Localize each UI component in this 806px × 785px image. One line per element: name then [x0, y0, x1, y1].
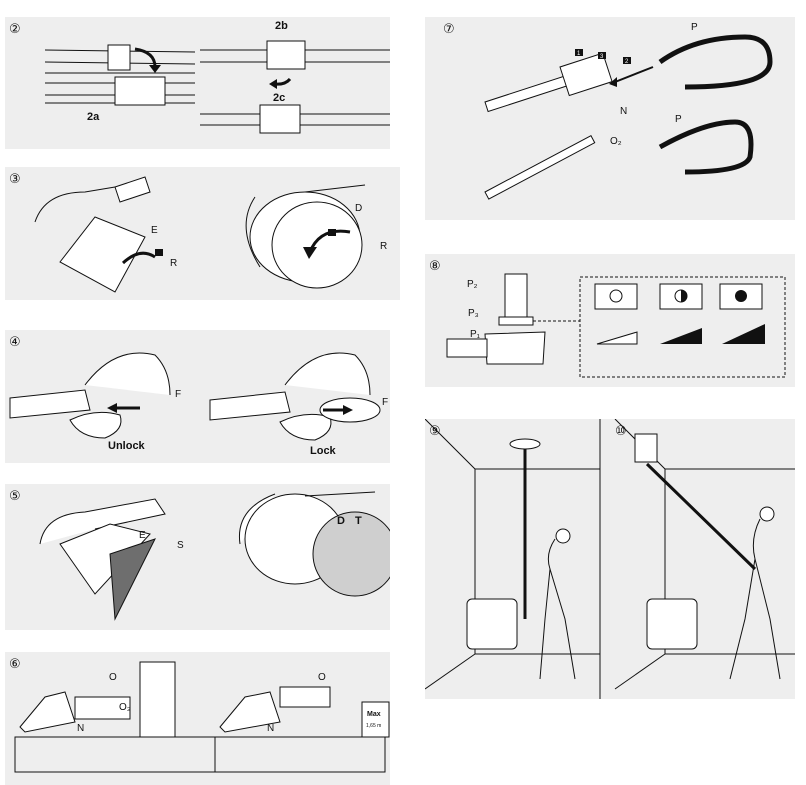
suction-adjustment-diagram: ⑧ P₂ P₃ P₁: [429, 259, 786, 378]
panel-step-5: ⑤ E S D T: [5, 484, 390, 630]
label-p-bottom: P: [675, 114, 682, 125]
label-p-top: P: [691, 22, 698, 33]
label-max: Max: [367, 711, 381, 718]
label-s: S: [177, 540, 184, 551]
label-n-right: N: [267, 723, 274, 734]
badge-1: 1: [577, 51, 581, 57]
sanding-pad-change-diagram: ③ E R D R: [9, 172, 387, 293]
abrasive-sheet-diagram: ⑤ E S D T: [9, 489, 390, 621]
step-number-9: ⑨: [429, 424, 441, 439]
lock-unlock-diagram: ④ F Unlock F Lock: [9, 335, 388, 457]
label-2a: 2a: [87, 111, 100, 123]
hose-assembly-diagram: ⑦ 1 3 2 P N O₂ P: [443, 22, 773, 200]
label-p1: P₁: [470, 329, 481, 340]
label-o-right: O: [318, 672, 326, 683]
clamp-rotation-diagram: ② 2a 2b 2c: [9, 20, 390, 134]
badge-2: 2: [625, 59, 629, 65]
badge-3: 3: [600, 54, 604, 60]
step-number-8: ⑧: [429, 259, 441, 274]
panel-step-4: ④ F Unlock F Lock: [5, 330, 390, 463]
label-t: T: [355, 515, 362, 527]
label-2b: 2b: [275, 20, 288, 32]
label-f-right: F: [382, 397, 388, 408]
label-o2: O₂: [610, 136, 622, 147]
label-f-left: F: [175, 389, 181, 400]
label-p2: P₂: [467, 279, 478, 290]
label-r-left: R: [170, 258, 177, 269]
panel-step-6: ⑥ O O₃ N O N Max 1,65 m: [5, 652, 390, 785]
label-lock: Lock: [310, 445, 337, 457]
step-number-7: ⑦: [443, 22, 455, 37]
panel-step-9-10: ⑨ ⑩: [425, 419, 795, 699]
label-d: D: [337, 515, 345, 527]
label-o3: O₃: [119, 702, 131, 713]
panel-step-8: ⑧ P₂ P₃ P₁: [425, 254, 795, 387]
label-r-right: R: [380, 241, 387, 252]
label-n: N: [620, 106, 627, 117]
label-p3: P₃: [468, 308, 479, 319]
step-number-4: ④: [9, 335, 21, 350]
panel-step-2: ② 2a 2b 2c: [5, 17, 390, 149]
step-number-2: ②: [9, 22, 21, 37]
hose-connection-diagram: ⑥ O O₃ N O N Max 1,65 m: [9, 657, 390, 773]
panel-step-7: ⑦ 1 3 2 P N O₂ P: [425, 17, 795, 220]
label-2c: 2c: [273, 92, 285, 104]
label-e: E: [139, 530, 146, 541]
label-unlock: Unlock: [108, 440, 146, 452]
step-number-5: ⑤: [9, 489, 21, 504]
step-number-3: ③: [9, 172, 21, 187]
label-o-left: O: [109, 672, 117, 683]
step-number-10: ⑩: [615, 424, 627, 439]
label-max-value: 1,65 m: [366, 723, 381, 729]
label-n-left: N: [77, 723, 84, 734]
usage-illustration: ⑨ ⑩: [425, 419, 795, 699]
step-number-6: ⑥: [9, 657, 21, 672]
label-d: D: [355, 203, 362, 214]
label-e: E: [151, 225, 158, 236]
panel-step-3: ③ E R D R: [5, 167, 400, 300]
